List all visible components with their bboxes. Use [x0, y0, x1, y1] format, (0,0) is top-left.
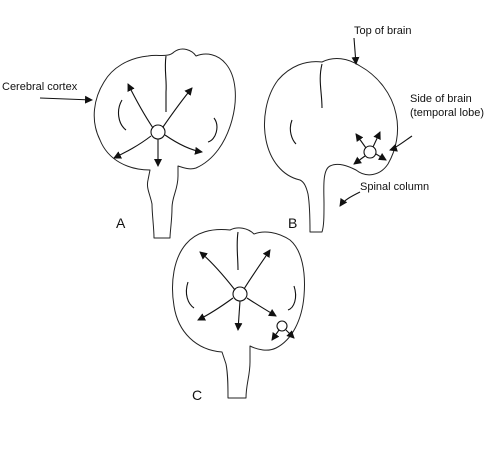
brain-c-hub	[232, 286, 248, 302]
brain-b-sulcus	[289, 119, 297, 145]
panel-label-b: B	[288, 215, 297, 231]
brain-a-hub	[150, 124, 166, 140]
brain-c-temporal-hub	[276, 320, 288, 332]
brain-b-hub	[363, 145, 377, 159]
label-cerebral-cortex: Cerebral cortex	[2, 81, 78, 93]
brain-c-temporal-arrow-1	[271, 329, 280, 341]
brain-c-arrow-lower-left	[197, 297, 234, 321]
brain-c-fissure	[236, 231, 239, 271]
brain-c-arrow-upper-left	[199, 251, 236, 291]
brain-a-outline	[93, 48, 236, 239]
brain-c-arrow-down	[234, 300, 243, 331]
brain-b-arrow-2	[372, 131, 381, 148]
label-side-of-brain-line1: Side of brain	[410, 93, 472, 105]
brain-b	[264, 58, 399, 233]
brain-a-sulcus-left	[117, 99, 127, 131]
label-side-of-brain-line2: (temporal lobe)	[410, 107, 484, 119]
brain-a-arrow-lower-right	[164, 134, 203, 155]
label-top-of-brain: Top of brain	[354, 25, 411, 37]
brain-b-arrow-4	[375, 152, 387, 161]
brain-a	[93, 48, 236, 239]
brain-c-arrow-upper-right	[243, 249, 271, 290]
brain-c-temporal-arrow-2	[285, 329, 295, 339]
brain-c	[172, 227, 305, 399]
brain-c-sulcus-right	[287, 285, 297, 311]
panel-label-c: C	[192, 387, 202, 403]
panel-label-a: A	[116, 215, 126, 231]
brain-a-arrow-lower-left	[113, 135, 152, 159]
side-of-brain-pointer	[389, 135, 413, 152]
brain-b-arrow-1	[355, 133, 367, 149]
cerebral-cortex-pointer	[39, 95, 93, 104]
brain-a-fissure	[164, 55, 167, 112]
brain-c-sulcus-left	[185, 281, 195, 309]
brain-b-outline	[264, 58, 399, 233]
brain-a-sulcus-right	[207, 117, 218, 143]
top-of-brain-pointer	[351, 37, 360, 65]
spinal-column-pointer	[339, 191, 361, 207]
brain-b-arrow-3	[353, 155, 366, 165]
brain-a-arrow-upper-right	[162, 87, 193, 128]
brain-c-outline	[172, 227, 305, 399]
brain-a-arrow-upper-left	[127, 83, 154, 129]
brain-c-arrow-lower-right	[246, 297, 277, 317]
label-spinal-column: Spinal column	[360, 181, 429, 193]
brain-b-fissure	[319, 63, 323, 109]
